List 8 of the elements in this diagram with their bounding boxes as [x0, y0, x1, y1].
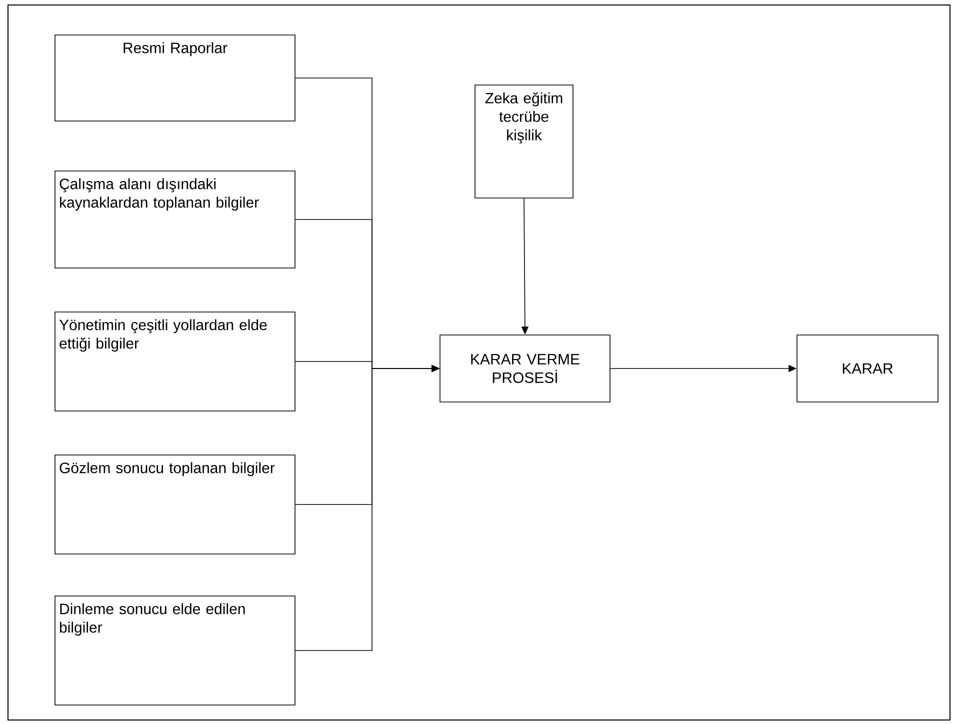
- process-box: Yönetimin çeşitli yollardan elde ettiği bilgiler: [54, 312, 296, 412]
- process-box: Çalışma alanı dışındaki kaynaklardan toplanan bilgiler: [54, 170, 296, 268]
- process-box: Dinleme sonucu elde edilen bilgiler: [54, 596, 296, 706]
- process-box: Zeka eğitim tecrübe kişilik: [474, 84, 574, 198]
- process-box: KARAR VERME PROSESİ: [440, 334, 610, 402]
- process-box: KARAR: [796, 334, 938, 402]
- process-box: Resmi Raporlar: [54, 34, 296, 122]
- process-box: Gözlem sonucu toplanan bilgiler: [54, 454, 296, 554]
